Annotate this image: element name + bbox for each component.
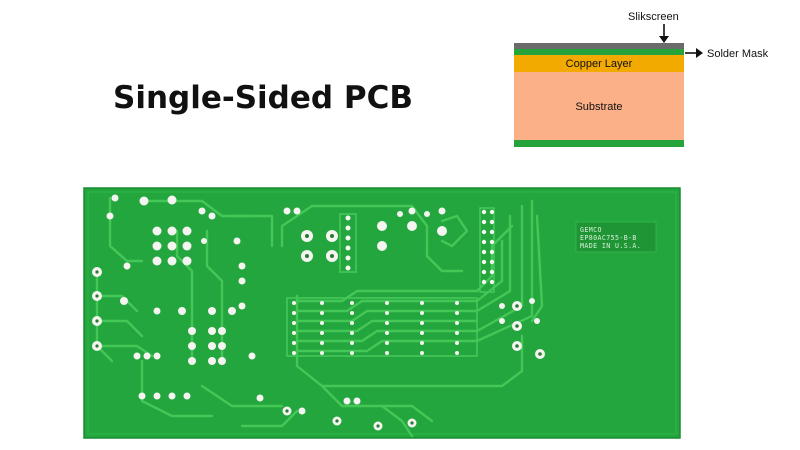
copper-layer-label: Copper Layer: [566, 58, 633, 70]
pcb-board-image: GEMCO EP80AC755-B-B MADE IN U.S.A.: [83, 187, 681, 439]
page-title: Single-Sided PCB: [113, 80, 413, 116]
layer-stack-diagram: Slikscreen Solder Mask Copper Layer Subs…: [514, 11, 769, 147]
substrate-layer: [514, 72, 684, 140]
ic-outline: [286, 207, 495, 357]
board-edge-highlight: [87, 191, 677, 435]
board-marking-line-1: GEMCO: [580, 226, 602, 234]
bottom-solder-mask-layer: [514, 140, 684, 147]
board-marking-line-3: MADE IN U.S.A.: [580, 242, 641, 250]
solder-mask-layer: [514, 49, 684, 55]
substrate-label: Substrate: [575, 101, 622, 113]
solder-mask-arrow-icon: [685, 48, 703, 58]
board-marking-box: [575, 221, 657, 253]
copper-layer: [514, 55, 684, 72]
solder-pads: [92, 194, 545, 431]
board-marking-line-2: EP80AC755-B-B: [580, 234, 637, 242]
silkscreen-layer: [514, 43, 684, 49]
pad-centers: [95, 234, 542, 428]
silkscreen-label: Slikscreen: [628, 11, 679, 23]
silkscreen-arrow-icon: [659, 24, 669, 43]
solder-mask-label: Solder Mask: [707, 48, 769, 60]
